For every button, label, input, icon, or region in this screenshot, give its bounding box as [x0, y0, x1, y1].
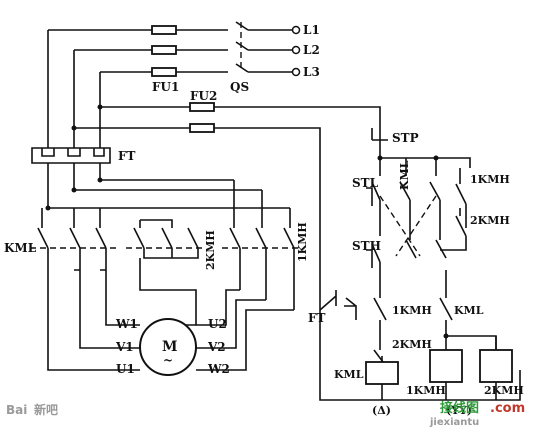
- coil-kml: [365, 361, 399, 385]
- label-1kmh-vert: 1KMH: [296, 222, 309, 262]
- terminal-l2: [291, 45, 301, 55]
- motor-symbol: [139, 318, 197, 376]
- fuse-fu1-b: [151, 45, 177, 55]
- fu2-line-1: [100, 106, 381, 118]
- label-kml-coil: KML: [334, 368, 364, 381]
- label-ft-top: FT: [118, 149, 136, 163]
- watermark-site-green: 接线图: [440, 400, 479, 416]
- watermark-baidu-2: 新吧: [34, 402, 58, 417]
- label-motor-sub: ~: [163, 353, 173, 367]
- line-l1: [48, 21, 292, 31]
- watermark-site-red: .com: [490, 401, 525, 416]
- coil-1kmh: [429, 349, 463, 383]
- terminal-l1: [291, 25, 301, 35]
- label-l1: L1: [303, 23, 320, 37]
- coil-2kmh: [479, 349, 513, 383]
- label-2kmh-c1: 2KMH: [470, 214, 510, 227]
- label-u2: U2: [208, 317, 227, 331]
- label-2kmh-vert: 2KMH: [204, 230, 217, 270]
- label-l2: L2: [303, 43, 320, 57]
- fuse-fu1-a: [151, 25, 177, 35]
- label-stl: STL: [352, 176, 379, 190]
- label-motor: M: [162, 339, 178, 355]
- thermal-relay-ft: [31, 147, 111, 164]
- label-v1: V1: [115, 340, 134, 354]
- label-2kmh-c3: 2KMH: [392, 338, 432, 351]
- label-stp: STP: [392, 131, 419, 145]
- label-delta: (Δ): [372, 404, 391, 417]
- label-fu2: FU2: [190, 89, 217, 103]
- label-yy: (YY): [446, 404, 472, 417]
- label-ft-ctrl: FT: [308, 311, 326, 325]
- label-sth: STH: [352, 239, 381, 253]
- label-kml-left: KML: [4, 241, 37, 255]
- line-l2: [74, 41, 292, 51]
- label-u1: U1: [116, 362, 135, 376]
- line-l3: [100, 63, 292, 73]
- stp-button: [371, 128, 388, 150]
- label-1kmh-coil: 1KMH: [406, 384, 446, 397]
- watermark-site-sub: jiexiantu: [429, 417, 479, 428]
- watermark-baidu: Bai: [6, 403, 27, 417]
- label-kml-vert-ctrl: KML: [398, 160, 411, 190]
- label-l3: L3: [303, 65, 320, 79]
- label-1kmh-c2: 1KMH: [392, 304, 432, 317]
- label-v2: V2: [207, 340, 226, 354]
- label-2kmh-coil: 2KMH: [484, 384, 524, 397]
- fuse-fu2-a: [189, 102, 215, 112]
- label-w1: W1: [115, 317, 138, 331]
- fuse-fu1-c: [151, 67, 177, 77]
- label-w2: W2: [207, 362, 230, 376]
- label-qs: QS: [230, 80, 249, 94]
- label-1kmh-c1: 1KMH: [470, 173, 510, 186]
- label-kml-c2: KML: [454, 304, 484, 317]
- fu2-line-2: [74, 127, 321, 310]
- terminal-l3: [291, 67, 301, 77]
- label-fu1: FU1: [152, 80, 179, 94]
- fuse-fu2-b: [189, 123, 215, 133]
